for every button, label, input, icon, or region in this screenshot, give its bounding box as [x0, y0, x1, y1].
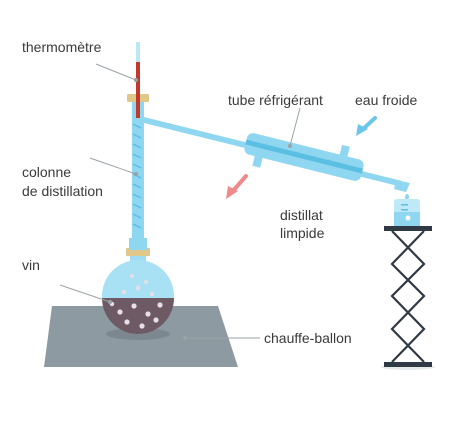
- distillation-column: [129, 100, 147, 250]
- leader-vin: [59, 284, 111, 303]
- hot-water-arrow: [226, 174, 248, 199]
- leader-thermometre: [95, 63, 137, 81]
- condenser-jacket: [244, 133, 364, 181]
- cold-water-arrow: [356, 116, 377, 136]
- distillate-drop: [405, 194, 409, 200]
- lab-jack: [381, 226, 435, 370]
- label-chauffe-ballon: chauffe-ballon: [264, 330, 352, 346]
- label-thermometre: thermomètre: [22, 39, 102, 55]
- label-distillat-line1: distillat: [280, 207, 323, 223]
- label-eau-froide: eau froide: [355, 92, 417, 108]
- label-vin: vin: [22, 257, 40, 273]
- collecting-beaker: [394, 199, 420, 227]
- leader-lines: [59, 63, 301, 341]
- round-flask: [102, 250, 174, 340]
- leader-tube: [289, 107, 301, 147]
- label-distillat-line2: limpide: [280, 225, 325, 241]
- label-tube-refrigerant: tube réfrigérant: [228, 92, 323, 108]
- label-colonne-line2: de distillation: [22, 183, 103, 199]
- leader-colonne: [89, 157, 137, 175]
- condenser-outlet: [394, 180, 410, 192]
- label-colonne-line1: colonne: [22, 164, 71, 180]
